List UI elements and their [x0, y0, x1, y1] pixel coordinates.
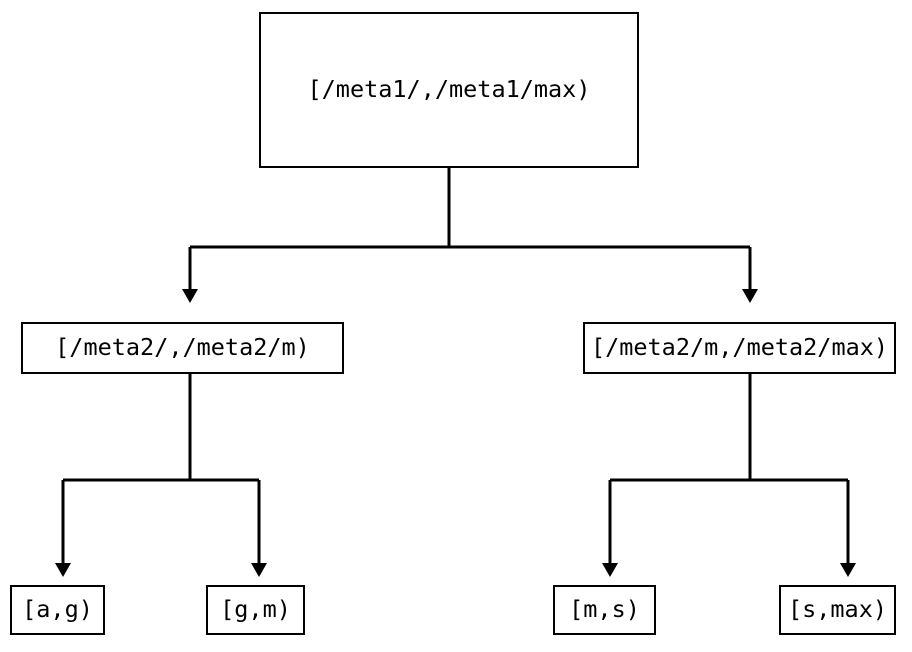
arrowhead-to-leaf-gm	[251, 563, 267, 577]
tree-node-mid-right-label: [/meta2/m,/meta2/max)	[590, 333, 889, 362]
tree-node-leaf-ms-label: [m,s)	[569, 595, 640, 624]
tree-node-leaf-gm[interactable]: [g,m)	[206, 585, 305, 635]
arrowhead-to-leaf-smax	[840, 563, 856, 577]
tree-node-mid-left-label: [/meta2/,/meta2/m)	[55, 333, 310, 362]
arrowhead-to-leaf-ms	[602, 563, 618, 577]
arrowhead-to-mid-left	[182, 289, 198, 303]
tree-node-leaf-smax-label: [s,max)	[787, 595, 888, 624]
arrowhead-to-mid-right	[742, 289, 758, 303]
tree-node-leaf-gm-label: [g,m)	[220, 595, 291, 624]
tree-node-root[interactable]: [/meta1/,/meta1/max)	[259, 12, 639, 168]
tree-node-leaf-ms[interactable]: [m,s)	[553, 585, 656, 635]
tree-node-leaf-smax[interactable]: [s,max)	[779, 585, 896, 635]
tree-node-leaf-ag[interactable]: [a,g)	[10, 585, 105, 635]
tree-node-mid-right[interactable]: [/meta2/m,/meta2/max)	[583, 322, 896, 374]
tree-node-root-label: [/meta1/,/meta1/max)	[307, 75, 591, 104]
tree-node-leaf-ag-label: [a,g)	[22, 595, 93, 624]
tree-node-mid-left[interactable]: [/meta2/,/meta2/m)	[21, 322, 344, 374]
arrowhead-to-leaf-ag	[55, 563, 71, 577]
